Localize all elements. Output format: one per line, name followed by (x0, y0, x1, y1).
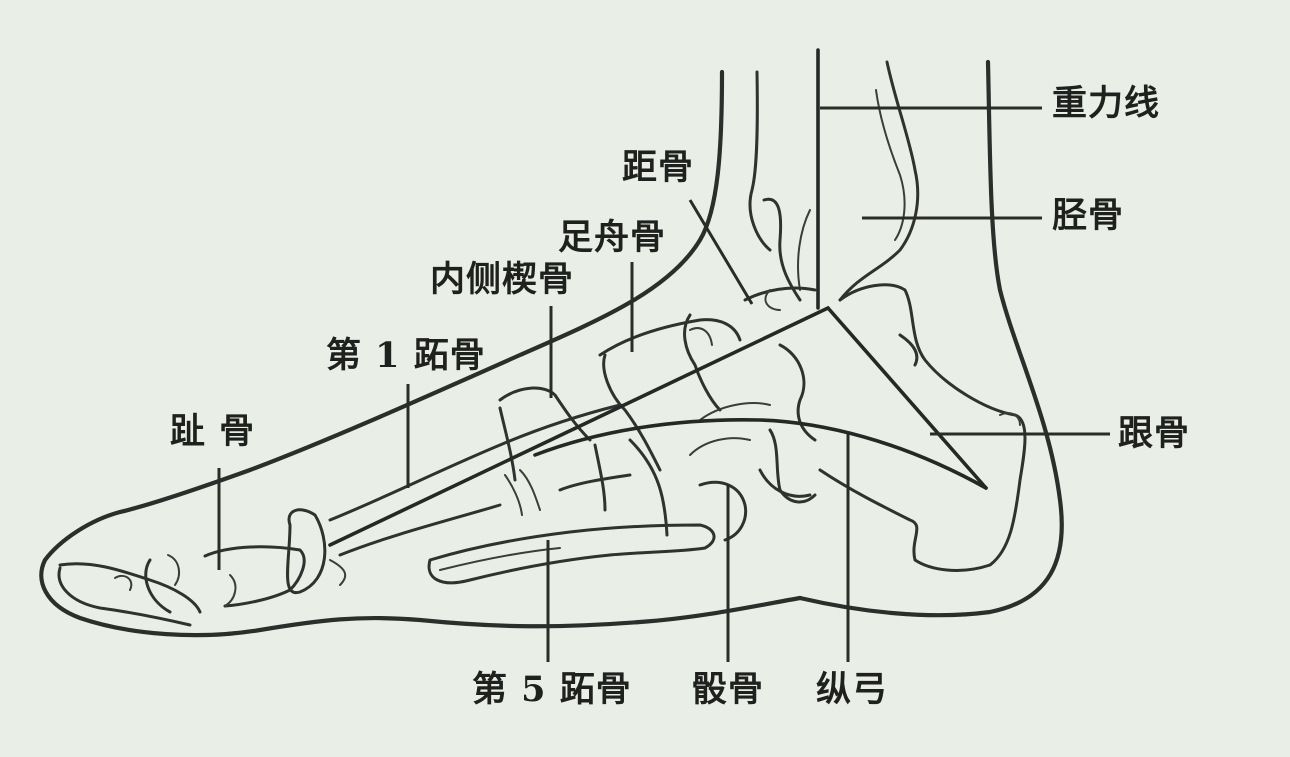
posterior-arch-line (826, 306, 988, 490)
first-metatarsal-bone (286, 403, 622, 595)
label-calcaneus: 跟骨 (1118, 413, 1191, 454)
label-tibia: 胫骨 (1052, 195, 1125, 236)
leg-outline (117, 59, 1064, 618)
label-talus: 距骨 (622, 147, 695, 188)
label-medial-cuneiform: 内侧楔骨 (430, 259, 575, 300)
label-gravity-line: 重力线 (1052, 83, 1161, 124)
label-longitudinal-arch: 纵弓 (816, 669, 889, 710)
calcaneus-bone (768, 283, 1027, 572)
longitudinal-arch-curve (533, 417, 988, 490)
label-first-metatarsal: 第 1 跖骨 (326, 335, 486, 376)
label-cuboid: 骰骨 (692, 669, 765, 710)
label-fifth-metatarsal: 第 5 跖骨 (472, 669, 632, 710)
leader-lines (217, 106, 1110, 662)
medial-arch-line (328, 306, 830, 547)
midfoot-bones (498, 286, 817, 472)
forefoot-outline (39, 509, 803, 638)
label-phalanges: 趾 骨 (170, 411, 256, 452)
biomechanics-lines (328, 48, 988, 547)
tibia-bone (748, 60, 920, 302)
lateral-bones (427, 406, 812, 585)
label-navicular: 足舟骨 (558, 217, 667, 258)
